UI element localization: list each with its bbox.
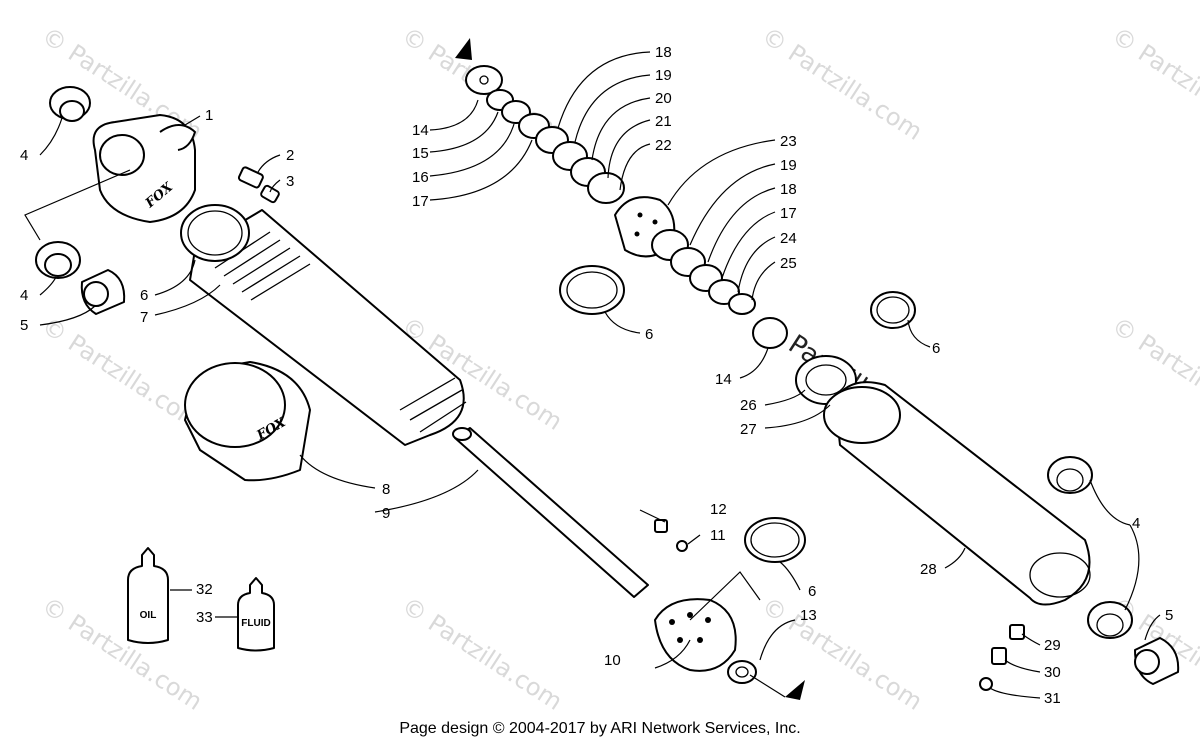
shock-body-part-7 [180, 204, 467, 446]
callout: 3 [286, 173, 294, 190]
washer-part-13 [727, 660, 757, 684]
watermark-3: © Partzilla.com [757, 22, 928, 146]
callout: 17 [412, 193, 429, 210]
callout: 6 [645, 326, 653, 343]
eyelet-part-1: FOX [92, 114, 196, 223]
cap-part-12 [654, 519, 668, 533]
callout: 28 [920, 561, 937, 578]
callout: 19 [655, 67, 672, 84]
bushing-part-4-right [1047, 456, 1093, 494]
callout: 12 [710, 501, 727, 518]
callout: 20 [655, 90, 672, 107]
callout: 23 [780, 133, 797, 150]
callout: 5 [20, 317, 28, 334]
callout: 10 [604, 652, 621, 669]
shim-stack-lower [651, 229, 756, 315]
watermark-9: © Partzilla.com [397, 592, 568, 716]
callout: 27 [740, 421, 757, 438]
callout: 22 [655, 137, 672, 154]
fluid-bottle-part-33: FLUID [237, 577, 275, 652]
watermark-8: © Partzilla.com [37, 592, 208, 716]
callout: 7 [140, 309, 148, 326]
callout: 18 [655, 44, 672, 61]
callout: 14 [412, 122, 429, 139]
fitting-part-3 [260, 184, 280, 204]
callout: 2 [286, 147, 294, 164]
callout: 16 [412, 169, 429, 186]
callout: 8 [382, 481, 390, 498]
callout: 32 [196, 581, 213, 598]
callout: 5 [1165, 607, 1173, 624]
cap-part-29 [1009, 624, 1025, 640]
leader-lines [24, 51, 1161, 699]
piston-part-10 [654, 598, 737, 672]
seal-ring-part-6-center [559, 265, 625, 315]
callout: 31 [1044, 690, 1061, 707]
watermark-7: © Partzilla.com [1107, 312, 1200, 436]
callout: 15 [412, 145, 429, 162]
callout: 19 [780, 157, 797, 174]
washer-part-14-lower [752, 317, 788, 349]
callout: 33 [196, 609, 213, 626]
sleeve-part-5-right [1134, 637, 1180, 685]
callout: 6 [932, 340, 940, 357]
bushing-part-4-right-lower [1087, 601, 1133, 639]
arrow-top [455, 38, 472, 60]
bushing-lower-left [35, 241, 81, 279]
shim-stack [465, 65, 625, 204]
seal-ring-part-6-right [870, 291, 916, 329]
callout: 9 [382, 505, 390, 522]
callout: 24 [780, 230, 797, 247]
screw-part-30 [991, 647, 1007, 665]
sleeve-part-5 [80, 269, 126, 315]
callout: 30 [1044, 664, 1061, 681]
ball-part-11 [676, 540, 688, 552]
seal-ring-part-6-lower [744, 517, 806, 563]
callout-numbers: 1 2 3 4 4 5 6 7 8 9 14 15 16 17 18 19 20… [20, 44, 1173, 707]
fitting-part-2 [237, 166, 264, 189]
callout: 6 [808, 583, 816, 600]
callout: 1 [205, 107, 213, 124]
callout: 17 [780, 205, 797, 222]
callout: 21 [655, 113, 672, 130]
oil-label: OIL [140, 610, 157, 621]
oil-bottle-part-32: OIL [127, 547, 169, 644]
watermark-4: © Partzilla.com [1107, 22, 1200, 146]
fluid-label: FLUID [241, 618, 270, 629]
callout: 13 [800, 607, 817, 624]
callout: 6 [140, 287, 148, 304]
callout: 4 [20, 147, 28, 164]
watermark-5: © Partzilla.com [37, 312, 208, 436]
callout: 26 [740, 397, 757, 414]
arrow-bottom [785, 680, 805, 700]
callout: 4 [1132, 515, 1140, 532]
callout: 4 [20, 287, 28, 304]
callout: 14 [715, 371, 732, 388]
ball-part-31 [979, 677, 993, 691]
callout: 29 [1044, 637, 1061, 654]
watermark-10: © Partzilla.com [757, 592, 928, 716]
reservoir-part-28 [823, 381, 1091, 606]
page-footer: Page design © 2004-2017 by ARI Network S… [399, 720, 801, 737]
callout: 18 [780, 181, 797, 198]
cover-part-8: FOX [184, 361, 311, 482]
callout: 11 [710, 527, 726, 544]
bushing-top-left [49, 86, 91, 122]
shaft-part-9 [452, 427, 649, 598]
callout: 25 [780, 255, 797, 272]
